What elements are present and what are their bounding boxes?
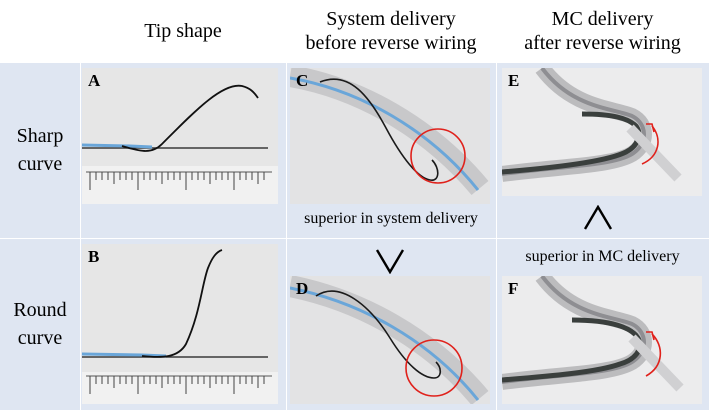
panel-label-a: A <box>88 71 101 90</box>
photo-panel-c: C <box>290 68 490 204</box>
highlight-circle <box>405 339 463 397</box>
system-delivery-sharp-photo <box>290 68 490 204</box>
grid-line <box>0 62 709 63</box>
photo-panel-b: B <box>82 244 278 404</box>
row-label-sharp-curve: Sharp curve <box>16 125 64 175</box>
guidewire-round-photo <box>82 244 278 404</box>
mc-delivery-round-photo <box>502 276 702 404</box>
panel-label-e: E <box>508 71 520 90</box>
panel-label-d: D <box>296 279 309 298</box>
grid-line <box>286 0 287 410</box>
photo-panel-a: A <box>82 68 278 204</box>
panel-label-f: F <box>508 279 519 298</box>
row-label-round-curve: Round curve <box>13 299 67 349</box>
header-tip-shape: Tip shape <box>144 20 222 42</box>
caption-superior-mc: superior in MC delivery <box>525 248 680 265</box>
header-system-delivery: System delivery before reverse wiring <box>305 8 477 54</box>
greater-than-up-symbol <box>583 205 613 230</box>
panel-label-c: C <box>296 71 309 90</box>
header-mc-delivery: MC delivery after reverse wiring <box>524 8 681 54</box>
panel-label-b: B <box>88 247 100 266</box>
greater-than-down-symbol <box>375 249 405 274</box>
grid-line <box>496 0 497 410</box>
grid-line <box>80 0 81 410</box>
guidewire-sharp-photo <box>82 68 278 204</box>
mc-delivery-sharp-photo <box>502 68 702 196</box>
highlight-circle <box>410 128 466 184</box>
photo-panel-d: D <box>290 276 490 404</box>
grid-line <box>0 238 709 239</box>
photo-panel-e: E <box>502 68 702 196</box>
caption-superior-system: superior in system delivery <box>304 210 478 227</box>
system-delivery-round-photo <box>290 276 490 404</box>
photo-panel-f: F <box>502 276 702 404</box>
